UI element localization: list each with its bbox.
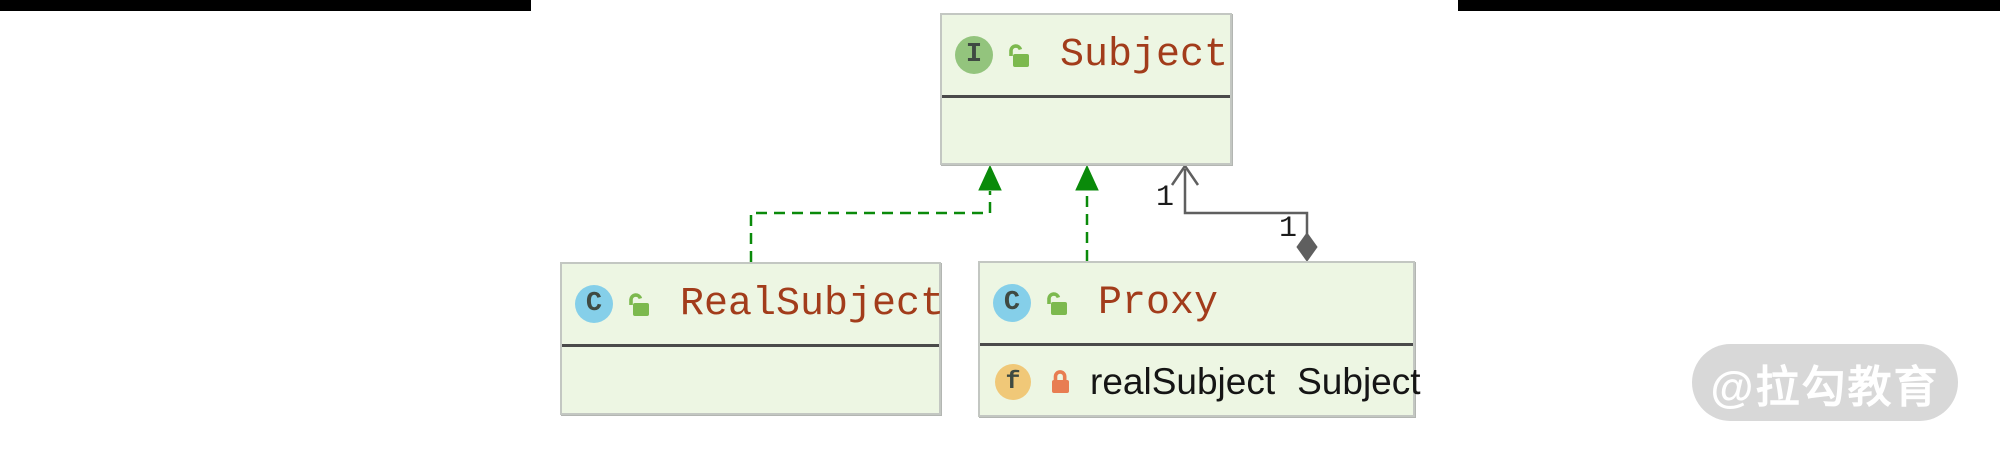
field-badge-icon: f bbox=[995, 363, 1031, 400]
class-badge-icon: C bbox=[993, 284, 1031, 322]
edge-realsubject-implements-subject[interactable] bbox=[749, 164, 1002, 262]
class-node-realsubject[interactable]: C RealSubject bbox=[560, 262, 944, 415]
class-node-subject[interactable]: I Subject bbox=[940, 13, 1232, 165]
unlocked-padlock-icon bbox=[1009, 43, 1029, 67]
class-badge-icon: C bbox=[575, 285, 613, 323]
watermark-badge: @拉勾教育 bbox=[1692, 344, 1958, 421]
node-header: C RealSubject bbox=[562, 264, 944, 347]
watermark-text: @拉勾教育 bbox=[1710, 362, 1940, 412]
field-name: realSubject bbox=[1090, 360, 1276, 402]
node-header: C Proxy bbox=[980, 263, 1413, 346]
top-left-black-bar bbox=[0, 0, 531, 11]
unlocked-padlock-icon bbox=[629, 292, 649, 316]
multiplicity-label-subject-end: 1 bbox=[1156, 181, 1175, 215]
top-right-black-bar bbox=[1458, 0, 2000, 11]
node-header: I Subject bbox=[942, 15, 1230, 98]
aggregation-diamond-icon bbox=[1296, 232, 1318, 262]
edge-proxy-implements-subject[interactable] bbox=[1075, 164, 1099, 261]
node-body: f realSubject Subject bbox=[980, 346, 1421, 417]
unlocked-padlock-icon bbox=[1047, 291, 1067, 315]
field-row-realsubject[interactable]: f realSubject Subject bbox=[980, 346, 1421, 417]
class-name: RealSubject bbox=[680, 281, 945, 327]
open-arrowhead-icon bbox=[1170, 163, 1200, 186]
interface-badge-icon: I bbox=[955, 36, 993, 74]
locked-padlock-icon bbox=[1052, 370, 1069, 393]
class-name: Subject bbox=[1060, 32, 1229, 78]
field-type: Subject bbox=[1297, 360, 1421, 402]
implements-arrowhead-icon bbox=[978, 164, 1002, 191]
implements-arrowhead-icon bbox=[1075, 164, 1099, 191]
class-node-proxy[interactable]: C Proxy f realSubject Subject bbox=[978, 261, 1421, 417]
class-name: Proxy bbox=[1098, 280, 1219, 326]
multiplicity-label-proxy-end: 1 bbox=[1279, 212, 1298, 246]
